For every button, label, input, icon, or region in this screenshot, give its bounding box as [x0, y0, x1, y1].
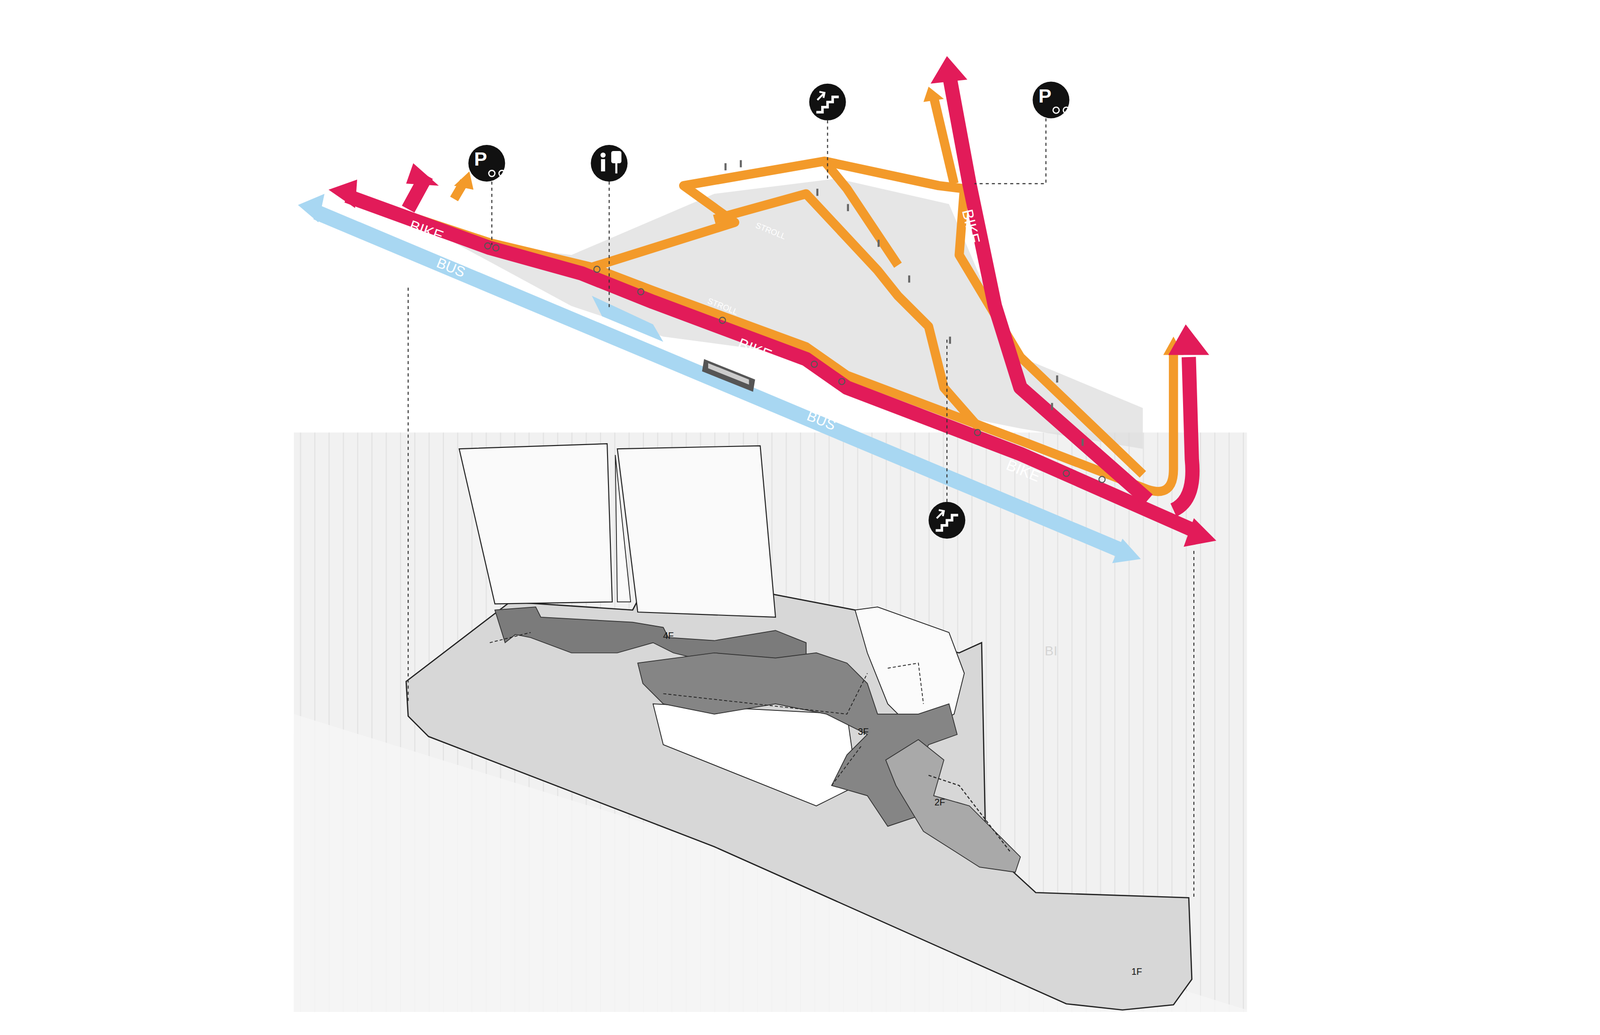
watermark-label: BI [1044, 644, 1058, 658]
bike-route [346, 73, 1194, 531]
bus-route [316, 212, 1123, 552]
route-label: BUS [434, 255, 468, 280]
tower [459, 443, 613, 604]
floor-label: 4F [663, 632, 674, 642]
bike-parking-icon [468, 144, 505, 182]
floor-2f [885, 739, 1021, 873]
floor-label: 1F [1131, 968, 1143, 978]
icon-letter: P [474, 149, 488, 169]
icon-letter: P [1038, 86, 1052, 106]
bus-symbol [702, 359, 756, 392]
route-label: BUS [805, 408, 838, 433]
bike-parking-icon [1032, 81, 1070, 119]
walker-symbols [724, 160, 1084, 446]
city-background [293, 432, 1247, 1013]
floor-label: 3F [857, 728, 869, 738]
route-label: BIKE [407, 217, 446, 244]
stroll-route [357, 96, 1174, 492]
stairs-icon [809, 83, 847, 121]
bus-stop-icon [590, 144, 628, 182]
tower [617, 446, 776, 618]
floor-1f [406, 571, 1192, 1010]
people-symbols [484, 242, 1105, 483]
stairs-icon [928, 502, 966, 539]
leader-lines [408, 118, 1194, 899]
building-block [653, 704, 858, 807]
floor-label: 2F [934, 798, 946, 808]
